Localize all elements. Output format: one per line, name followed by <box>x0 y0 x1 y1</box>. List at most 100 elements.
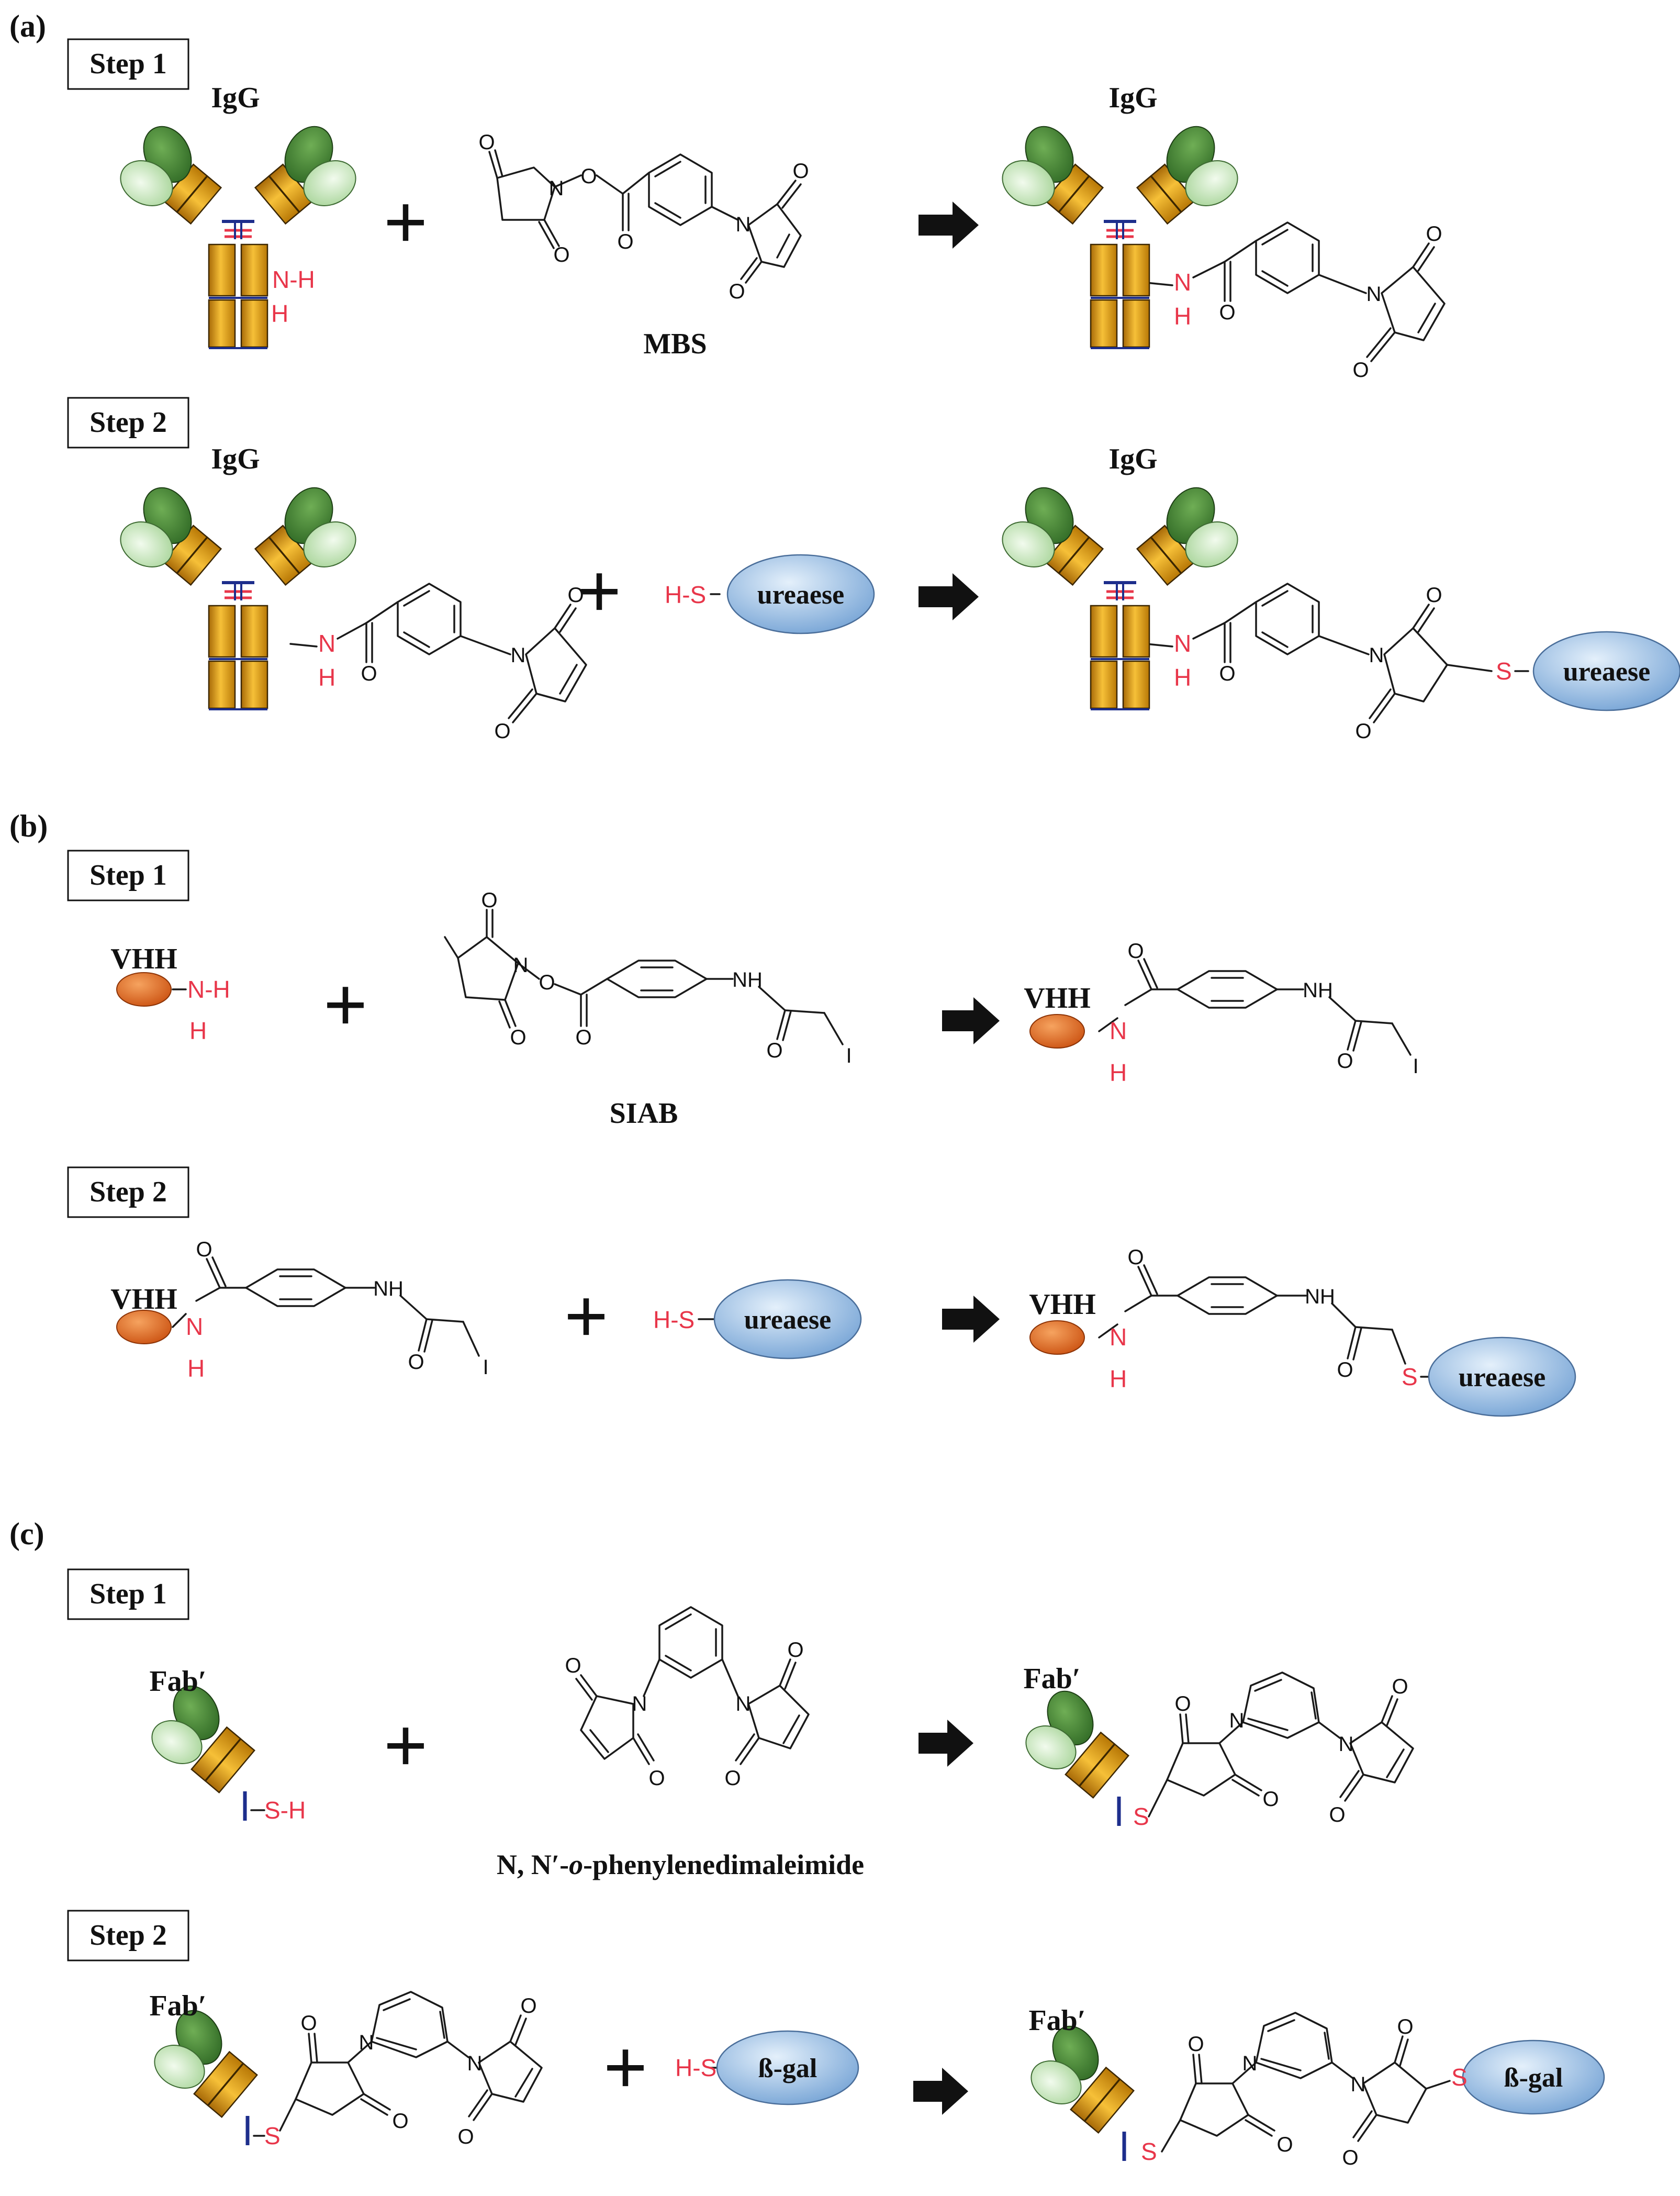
nitrogen-atom: N <box>1351 2073 1366 2096</box>
vhh-domain-icon <box>116 972 172 1007</box>
oxygen-atom: O <box>457 2125 474 2148</box>
step-box <box>67 1910 189 1961</box>
atom-label: H-S <box>665 581 706 608</box>
antibody-label: Fab′ <box>1028 2004 1085 2037</box>
igg-antibody-icon <box>113 118 363 348</box>
nitrogen-atom: N <box>1369 644 1384 667</box>
oxygen-atom: O <box>648 1767 665 1790</box>
antibody-label: IgG <box>211 82 260 114</box>
amine-nh: NH <box>1303 979 1333 1002</box>
oxygen-atom: O <box>361 662 377 685</box>
atom-label: N-H <box>272 266 315 293</box>
atom-label: H-S <box>675 2054 716 2081</box>
plus-sign: + <box>564 1273 608 1360</box>
atom-label: H <box>1110 1365 1127 1392</box>
arrow-a2 <box>919 573 979 620</box>
oxygen-atom: O <box>539 971 555 994</box>
oxygen-atom: O <box>1127 1246 1144 1269</box>
igg-antibody-icon <box>994 118 1245 348</box>
oxygen-atom: O <box>392 2110 408 2133</box>
atom-label: H <box>1110 1059 1127 1086</box>
atom-label: H <box>187 1355 205 1382</box>
nitrogen-atom: N <box>513 954 529 977</box>
step-label: Step 1 <box>89 48 167 80</box>
oxygen-atom: O <box>1276 2133 1293 2156</box>
atom-label: S <box>1451 2064 1468 2091</box>
fab-fragment-icon <box>144 1678 254 1821</box>
enzyme-label: ureaese <box>757 580 845 610</box>
oxygen-atom: O <box>1355 720 1371 743</box>
atom-label: H <box>318 664 335 691</box>
arrow-a1 <box>919 202 979 249</box>
urease-enzyme-icon <box>1532 631 1680 711</box>
urease-enzyme-icon <box>726 554 875 634</box>
step-label: Step 2 <box>89 1176 167 1208</box>
enzyme-label: ureaese <box>1563 657 1651 687</box>
oxygen-atom: O <box>1262 1788 1279 1811</box>
oxygen-atom: O <box>196 1238 212 1261</box>
plus-sign: + <box>577 548 621 635</box>
arrow-c1 <box>919 1720 973 1767</box>
amine-nh: NH <box>732 968 763 991</box>
oxygen-atom: O <box>567 584 584 607</box>
oxygen-atom: O <box>1342 2146 1358 2169</box>
oxygen-atom: O <box>724 1767 741 1790</box>
oxygen-atom: O <box>580 165 597 188</box>
oxygen-atom: O <box>1337 1358 1353 1381</box>
oxygen-atom: O <box>575 1026 591 1049</box>
oxygen-atom: O <box>1337 1050 1353 1073</box>
oxygen-atom: O <box>1426 584 1442 607</box>
oxygen-atom: O <box>1352 359 1369 382</box>
arrow-c2 <box>913 2068 968 2115</box>
fab-fragment-icon <box>1024 2019 1134 2161</box>
oxygen-atom: O <box>494 720 510 743</box>
oxygen-atom: O <box>1127 940 1144 963</box>
iodine-atom: I <box>483 1356 488 1379</box>
reagent-name: N, N′-o-phenylenedimaleimide <box>497 1849 864 1880</box>
oxygen-atom: O <box>1397 2015 1413 2038</box>
antibody-label: VHH <box>1029 1288 1096 1321</box>
nitrogen-atom: N <box>359 2031 374 2054</box>
atom-label: N <box>1174 269 1191 296</box>
nitrogen-atom: N <box>632 1692 647 1715</box>
oxygen-atom: O <box>408 1351 424 1374</box>
oxygen-atom: O <box>729 280 745 303</box>
oxygen-atom: O <box>481 889 497 912</box>
beta-gal-enzyme-icon <box>1462 2039 1605 2115</box>
antibody-label: IgG <box>1108 443 1157 475</box>
atom-label: S <box>1402 1363 1418 1390</box>
atom-label: H <box>189 1017 207 1044</box>
step-box <box>67 38 189 90</box>
amine-nh: NH <box>1305 1285 1335 1308</box>
arrow-b1 <box>942 997 1000 1044</box>
beta-gal-enzyme-icon <box>716 2030 859 2105</box>
step-box <box>67 1166 189 1218</box>
antibody-label: Fab′ <box>1023 1663 1080 1695</box>
nitrogen-atom: N <box>736 213 751 236</box>
antibody-label: VHH <box>110 1283 177 1316</box>
enzyme-label: ß-gal <box>1504 2063 1563 2093</box>
atom-label: H <box>1174 303 1191 330</box>
enzyme-label: ureaese <box>1459 1363 1546 1392</box>
nitrogen-atom: N <box>511 644 526 667</box>
plus-sign: + <box>383 1702 428 1789</box>
fab-fragment-icon <box>147 2003 257 2145</box>
nitrogen-atom: N <box>1229 1709 1245 1732</box>
panel-label: (a) <box>9 9 46 43</box>
atom-label: H <box>1174 664 1191 691</box>
enzyme-label: ureaese <box>744 1305 832 1335</box>
oxygen-atom: O <box>300 2012 317 2035</box>
antibody-label: IgG <box>1108 82 1157 114</box>
fab-fragment-icon <box>1018 1684 1128 1826</box>
urease-enzyme-icon <box>1428 1336 1576 1417</box>
oxygen-atom: O <box>1174 1692 1191 1715</box>
antibody-label: VHH <box>1024 982 1091 1015</box>
plus-sign: + <box>603 2024 647 2111</box>
oxygen-atom: O <box>1426 222 1442 246</box>
oxygen-atom: O <box>766 1039 782 1062</box>
antibody-label: Fab′ <box>149 1990 206 2022</box>
atom-label: N <box>1110 1017 1127 1044</box>
atom-label: S-H <box>264 1797 306 1824</box>
nitrogen-atom: N <box>549 177 564 200</box>
